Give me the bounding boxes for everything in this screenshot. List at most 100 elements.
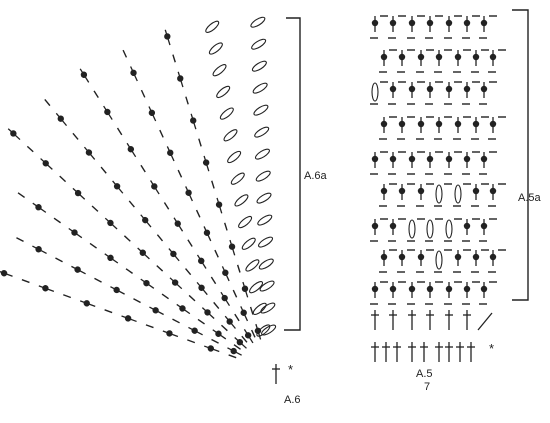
post-stitch-symbol [445,282,453,298]
post-stitch-symbol [417,250,425,266]
chain-loop-symbol [253,104,269,116]
chain-stitch-symbol [159,129,164,138]
repeat-mark-a6: * [288,362,294,377]
chain-stitch-symbol [140,164,146,173]
post-stitch-dot [124,315,132,322]
chain-stitch-symbol [63,294,72,299]
post-stitch-dot [107,254,114,262]
post-stitch-dot [202,159,210,166]
label-a5-count: 7 [424,381,431,393]
post-stitch-dot [398,53,406,61]
post-stitch-symbol [472,50,480,66]
chain-loop-symbol [212,64,227,77]
post-stitch-symbol [212,329,227,340]
post-stitch-symbol [389,82,397,98]
chain-stitch-symbol [53,217,61,224]
chain-stitch-symbol [89,242,97,249]
chain-stitch-symbol [128,200,135,208]
chain-stitch-symbol [156,234,164,242]
post-stitch-symbol [435,50,443,66]
post-stitch-dot [463,285,471,293]
post-stitch-dot [417,53,425,61]
bracket-a5a [512,9,529,301]
post-stitch-dot [113,183,121,190]
diagonal-stitch-symbol [477,312,493,331]
chain-loop-symbol [241,237,256,250]
post-stitch-dot [398,253,406,261]
post-stitch-symbol [140,214,152,228]
post-stitch-dot [371,285,379,293]
chain-stitch-symbol [224,222,228,231]
post-stitch-dot [0,270,8,277]
post-stitch-dot [221,294,228,302]
chain-stitch-symbol [140,89,146,98]
chain-stitch-symbol [55,257,63,263]
chain-loop-symbol [371,82,379,102]
chain-stitch-symbol [133,298,141,304]
post-stitch-symbol [188,326,203,336]
post-stitch-dot [408,285,416,293]
post-stitch-symbol [55,112,68,127]
post-stitch-symbol [389,152,397,168]
post-stitch-dot [426,285,434,293]
chain-stitch-symbol [21,279,30,284]
chain-stitch-symbol [185,268,192,276]
post-stitch-symbol [454,117,462,133]
post-stitch-symbol [480,82,488,98]
chain-stitch-symbol [185,96,189,105]
chain-loop-symbol [208,42,223,55]
post-stitch-symbol [445,82,453,98]
chain-loop-symbol [435,250,443,270]
post-stitch-symbol [472,117,480,133]
post-stitch-symbol [371,282,379,298]
post-stitch-symbol [380,117,388,133]
post-stitch-dot [435,120,443,128]
post-stitch-symbol [463,152,471,168]
chain-loop-symbol [254,126,270,138]
post-stitch-symbol [104,217,118,230]
post-stitch-dot [389,285,397,293]
post-stitch-symbol [220,291,231,307]
chain-stitch-symbol [116,127,123,136]
post-stitch-dot [198,257,205,265]
post-stitch-dot [222,269,229,276]
post-stitch-dot [463,85,471,93]
post-stitch-dot [454,120,462,128]
chain-stitch-symbol [232,289,238,298]
post-stitch-symbol [435,117,443,133]
post-stitch-symbol [32,245,47,254]
post-stitch-dot [148,109,156,117]
post-stitch-symbol [32,202,47,213]
post-stitch-dot [170,250,177,258]
post-stitch-dot [380,187,388,195]
chain-stitch-symbol [241,335,248,343]
post-stitch-symbol [480,219,488,235]
post-stitch-dot [480,285,488,293]
post-stitch-symbol [185,186,193,202]
post-stitch-dot [215,330,222,337]
chain-loop-symbol [252,302,267,316]
bracket-a6a [284,17,301,331]
chain-stitch-symbol [172,318,180,324]
chain-stitch-symbol [17,192,25,199]
chain-stitch-symbol [161,293,169,300]
post-stitch-dot [240,309,247,316]
post-stitch-symbol [112,180,124,194]
chain-loop-symbol [256,324,271,337]
repeat-mark-a5: * [489,341,495,356]
post-stitch-dot [389,155,397,163]
post-stitch-symbol [71,265,86,275]
post-stitch-symbol [137,247,150,260]
chain-stitch-symbol [251,329,256,338]
post-stitch-dot [244,332,252,339]
post-stitch-dot [472,53,480,61]
chain-loop-symbol [249,281,264,294]
post-stitch-dot [417,187,425,195]
post-stitch-dot [398,120,406,128]
chain-loop-symbol [255,170,271,182]
post-stitch-symbol [445,152,453,168]
post-stitch-symbol [72,187,86,200]
post-stitch-symbol [426,16,434,32]
post-stitch-symbol [166,146,175,162]
chain-loop-symbol [426,219,434,239]
